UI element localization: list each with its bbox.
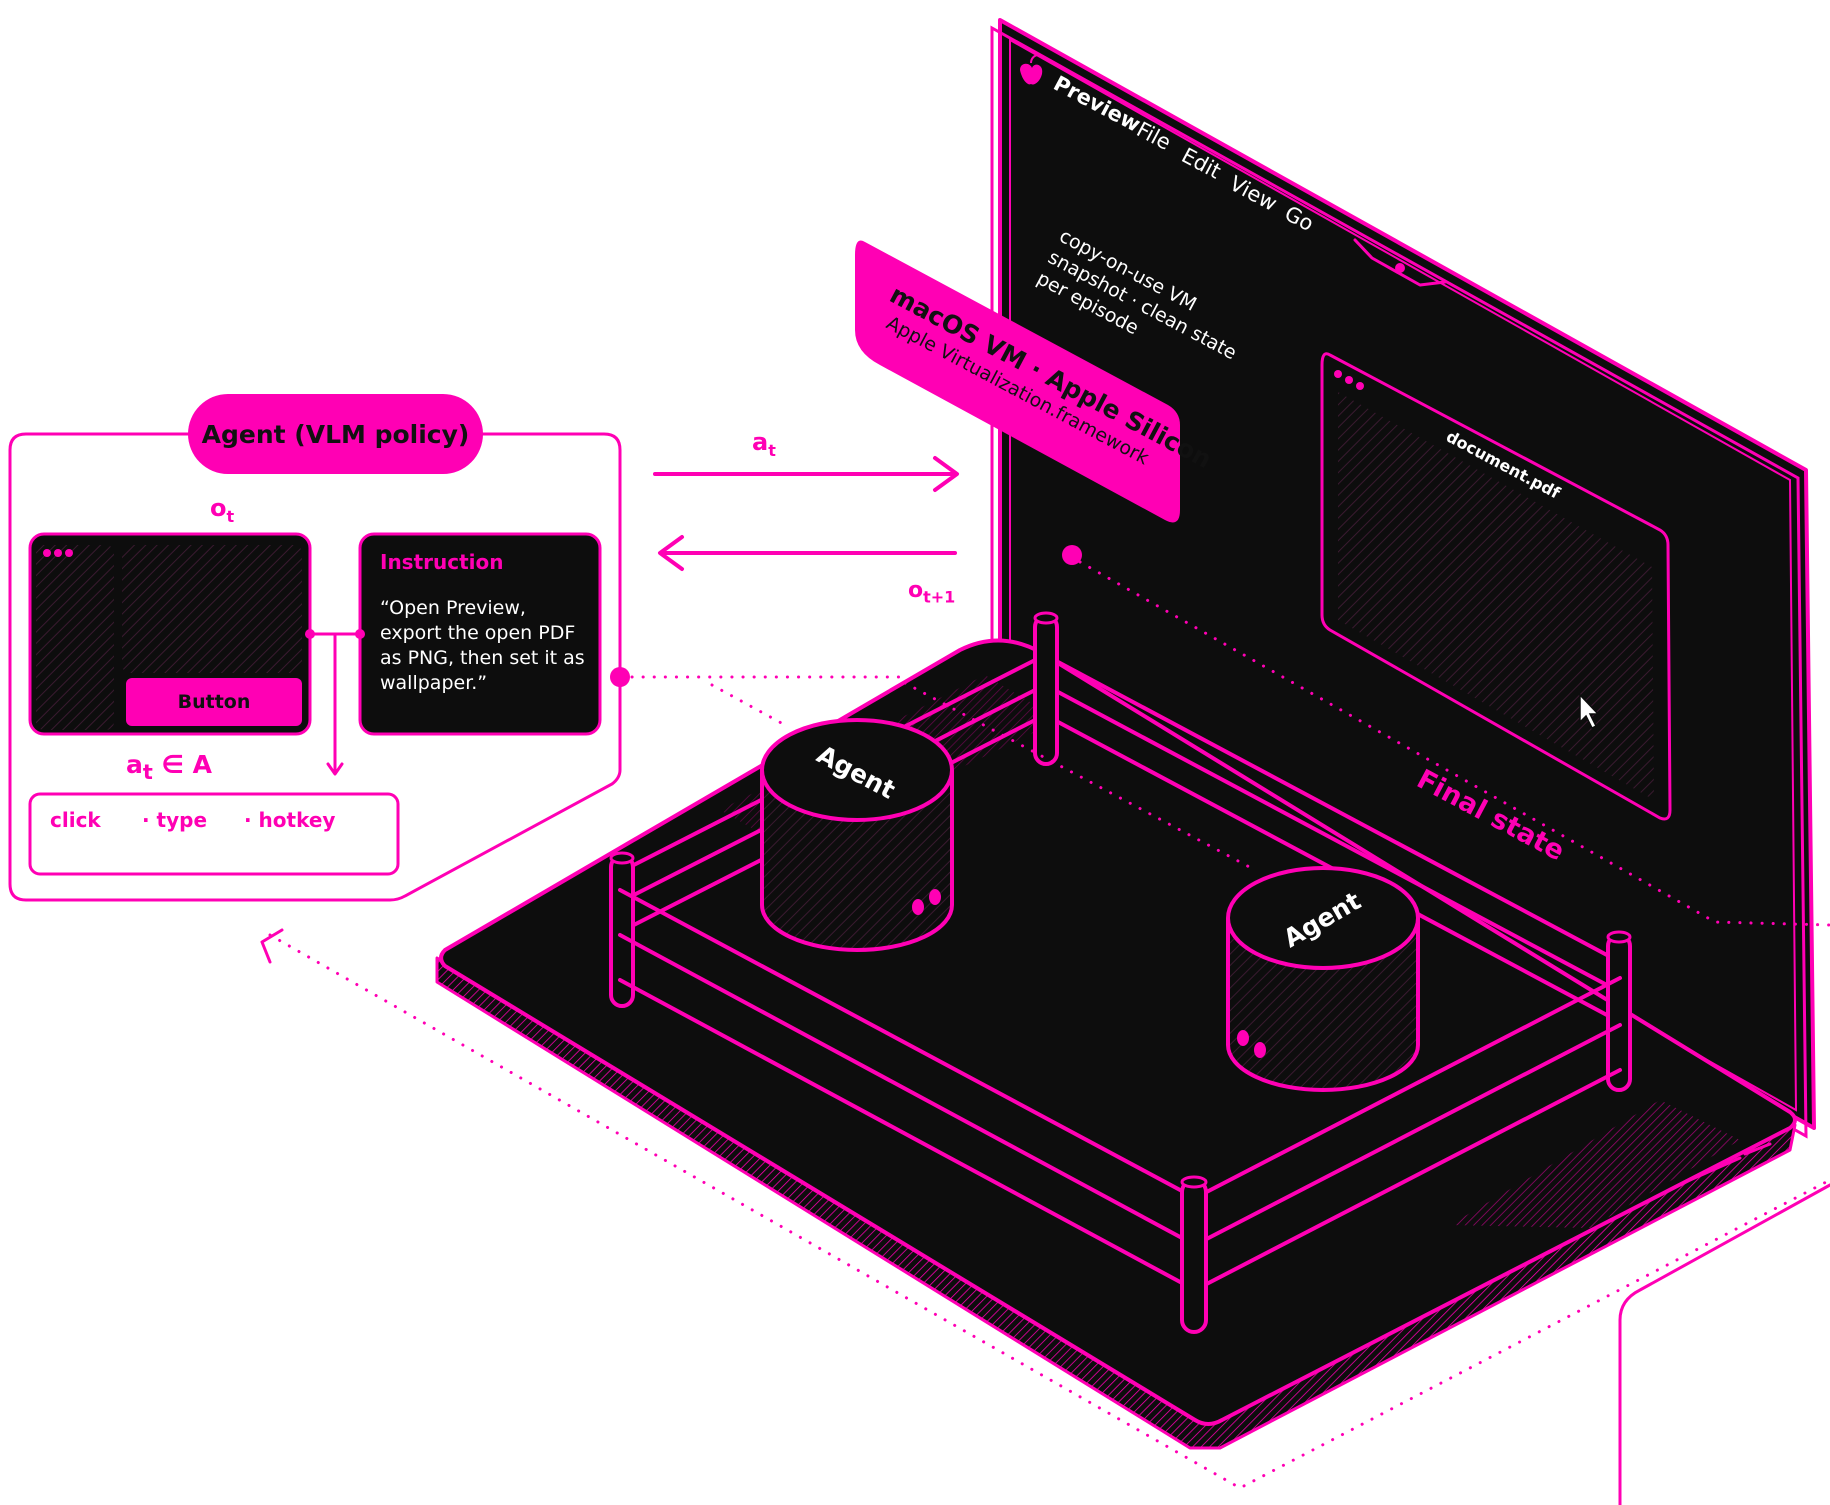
ring-front: [618, 888, 1622, 1334]
observation-arrow-subscript: t+1: [923, 587, 956, 607]
action-hotkey: · hotkey: [244, 808, 336, 832]
window-dots-icon: [1334, 370, 1364, 390]
agent-robot-1: Agent: [760, 718, 954, 952]
observation-symbol: o: [210, 494, 227, 522]
observation-subscript: t: [226, 506, 235, 526]
instruction-text: “Open Preview, export the open PDF as PN…: [380, 597, 585, 694]
agent-policy-title-text: Agent (VLM policy): [201, 419, 470, 449]
observation-arrow: [658, 535, 957, 571]
action-click: click: [50, 808, 101, 832]
action-type: · type: [142, 808, 208, 832]
observation-label: ot: [210, 494, 234, 526]
screenshot-button-label: Button: [177, 691, 251, 713]
action-space-set: ∈ A: [152, 750, 213, 779]
boxing-ring: [609, 611, 1632, 1092]
action-arrow: [653, 456, 959, 492]
action-arrow-label: at: [752, 428, 776, 460]
apple-logo-icon: [1020, 54, 1043, 85]
agent-policy-title: Agent (VLM policy): [188, 394, 483, 474]
action-symbol: a: [126, 750, 143, 779]
document-window[interactable]: document.pdf: [1320, 352, 1672, 821]
instruction-title: Instruction: [380, 550, 504, 574]
dotted-connectors: [260, 545, 1830, 1505]
action-arrow-subscript: t: [768, 440, 776, 460]
agent-robot-2: Agent: [1226, 866, 1420, 1092]
observation-arrow-symbol: o: [908, 578, 924, 603]
action-subscript: t: [142, 760, 153, 784]
cursor-arrow-icon: [1579, 693, 1600, 730]
observation-arrow-label: ot+1: [908, 578, 955, 606]
screenshot-button[interactable]: Button: [126, 678, 302, 726]
window-dots-icon: [43, 549, 73, 557]
action-arrow-symbol: a: [752, 428, 769, 456]
action-space-label: at ∈ A: [126, 750, 212, 784]
